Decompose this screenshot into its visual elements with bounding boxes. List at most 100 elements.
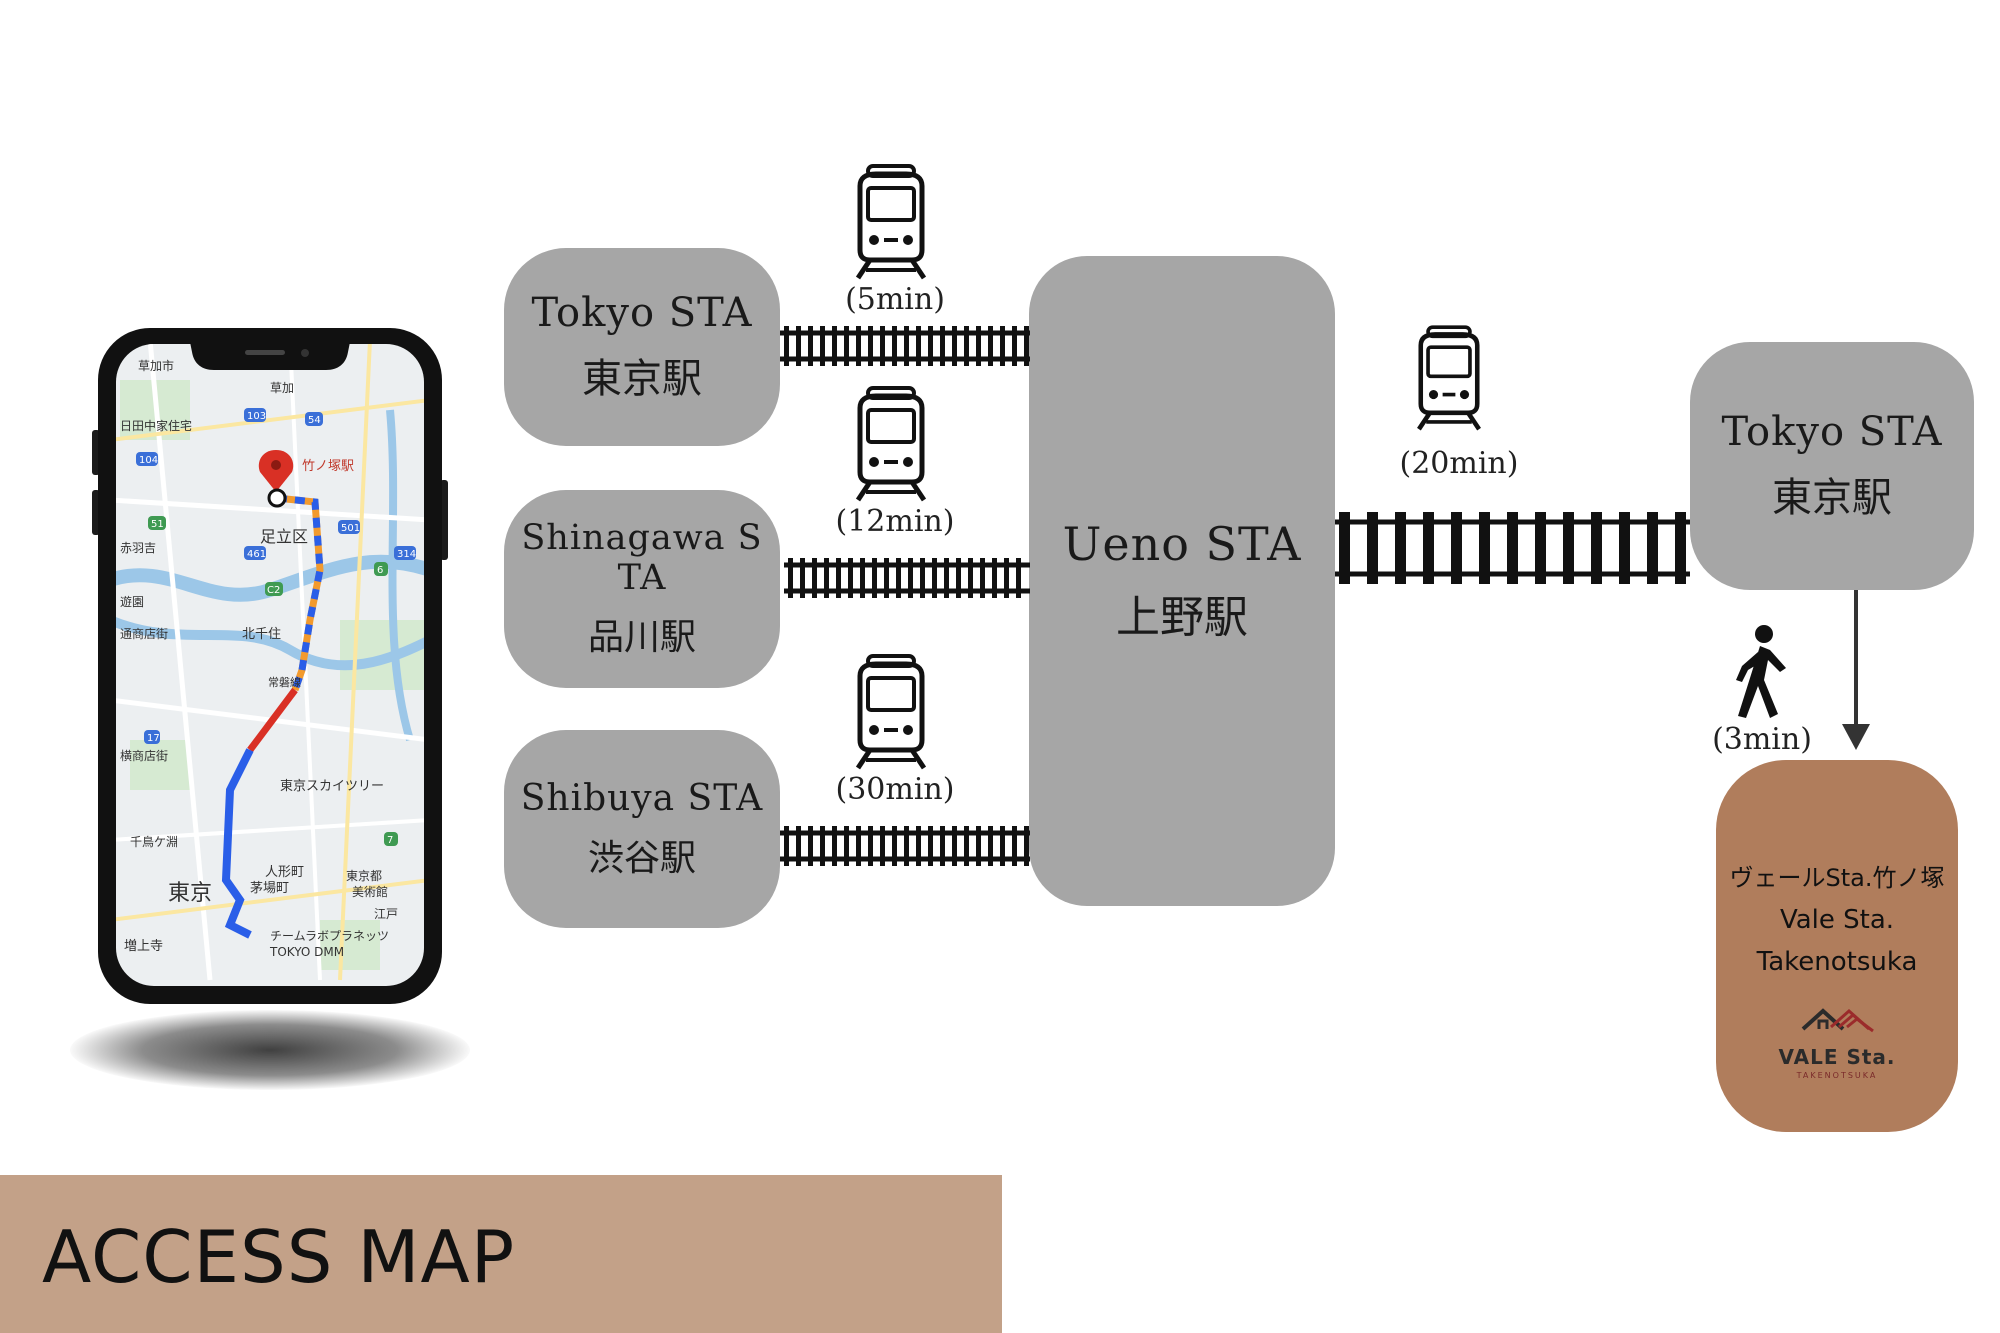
rail-tie [928, 826, 933, 866]
svg-text:TOKYO DMM: TOKYO DMM [269, 945, 344, 959]
svg-text:チームラボプラネッツ: チームラボプラネッツ [270, 929, 389, 943]
svg-text:北千住: 北千住 [242, 627, 281, 642]
svg-text:足立区: 足立区 [260, 527, 308, 546]
svg-text:314: 314 [397, 549, 416, 560]
svg-text:東京スカイツリー: 東京スカイツリー [280, 778, 384, 794]
svg-text:赤羽吉: 赤羽吉 [120, 541, 156, 555]
station-name-en: Shinagawa S TA [521, 518, 763, 598]
rail-tie [944, 558, 949, 598]
rail-tie [1000, 826, 1005, 866]
rail-tie [808, 826, 813, 866]
rail-tie [868, 826, 873, 866]
rail-track-shinagawa [784, 558, 1030, 598]
svg-text:東京: 東京 [168, 881, 212, 906]
rail-tie [820, 826, 825, 866]
rail-tie [952, 326, 957, 366]
station-name-jp: 上野駅 [1116, 592, 1248, 643]
rail-track-ueno-tokyo [1335, 512, 1690, 584]
map-screen: 103 54 104 51 501 461 314 C2 17 7 6 竹ノ塚駅… [116, 344, 424, 986]
rail-tie [1563, 512, 1574, 584]
svg-text:横商店街: 横商店街 [120, 748, 168, 763]
svg-text:茅場町: 茅場町 [250, 881, 289, 896]
rail-tie [1647, 512, 1658, 584]
svg-text:常磐線: 常磐線 [268, 675, 301, 689]
phone-shadow [70, 1010, 470, 1090]
svg-text:日田中家住宅: 日田中家住宅 [120, 418, 192, 433]
rail-tie [880, 826, 885, 866]
rail-tie [872, 558, 877, 598]
train-icon [855, 386, 927, 502]
rail-tie [980, 558, 985, 598]
svg-text:人形町: 人形町 [265, 865, 304, 880]
rail-tie [968, 558, 973, 598]
duration-shibuya-ueno: (30min) [835, 772, 955, 807]
duration-walk: (3min) [1712, 722, 1812, 757]
rail-tie [884, 558, 889, 598]
svg-text:千鳥ケ淵: 千鳥ケ淵 [130, 834, 178, 849]
rail-tie [1395, 512, 1406, 584]
rail-tie [904, 826, 909, 866]
svg-text:501: 501 [341, 523, 360, 534]
rail [784, 562, 1030, 568]
svg-text:草加: 草加 [270, 381, 294, 395]
station-tokyo-right: Tokyo STA 東京駅 [1690, 342, 1974, 590]
rail-tie [788, 558, 793, 598]
rail-tie [868, 326, 873, 366]
rail-tie [1675, 512, 1686, 584]
rail-tie [908, 558, 913, 598]
rail-track-tokyo [780, 326, 1030, 366]
rail-tie [1535, 512, 1546, 584]
rail-tie [844, 826, 849, 866]
rail-tie [928, 326, 933, 366]
station-ueno: Ueno STA 上野駅 [1029, 256, 1335, 906]
svg-text:54: 54 [308, 415, 321, 426]
svg-text:草加市: 草加市 [138, 358, 174, 373]
rail-tie [832, 826, 837, 866]
rail-tie [1012, 326, 1017, 366]
rail-tie [1507, 512, 1518, 584]
rail-tie [796, 826, 801, 866]
rail-tie [940, 826, 945, 866]
rail-tie [796, 326, 801, 366]
svg-text:通商店街: 通商店街 [120, 626, 168, 641]
station-tokyo-left: Tokyo STA 東京駅 [504, 248, 780, 446]
station-name-en: Ueno STA [1062, 517, 1302, 571]
rail-tie [856, 326, 861, 366]
rail-tie [1591, 512, 1602, 584]
rail-tie [800, 558, 805, 598]
rail-tie [1367, 512, 1378, 584]
rail-tie [964, 826, 969, 866]
rail-tie [988, 326, 993, 366]
svg-text:103: 103 [247, 411, 266, 422]
rail-tie [1000, 326, 1005, 366]
rail-tie [932, 558, 937, 598]
footer-banner: ACCESS MAP [0, 1175, 1002, 1333]
rail-tie [1339, 512, 1350, 584]
rail-tie [1024, 826, 1029, 866]
phone-mockup: 103 54 104 51 501 461 314 C2 17 7 6 竹ノ塚駅… [92, 328, 448, 1004]
svg-text:増上寺: 増上寺 [124, 939, 163, 954]
rail-tie [824, 558, 829, 598]
logo-text: VALE Sta. [1778, 1045, 1896, 1069]
svg-text:17: 17 [147, 733, 160, 744]
rail-tie [896, 558, 901, 598]
rail-tie [1479, 512, 1490, 584]
rail-tie [1016, 558, 1021, 598]
rail-tie [856, 826, 861, 866]
station-shibuya: Shibuya STA 渋谷駅 [504, 730, 780, 928]
rail-tie [916, 826, 921, 866]
rail-tie [904, 326, 909, 366]
rail-tie [1423, 512, 1434, 584]
station-name-en: Shibuya STA [520, 777, 764, 819]
svg-text:遊園: 遊園 [120, 594, 144, 609]
train-icon [855, 654, 927, 770]
rail-tie [844, 326, 849, 366]
svg-text:461: 461 [247, 549, 266, 560]
rail-tie [784, 826, 789, 866]
rail-tie [832, 326, 837, 366]
page-title: ACCESS MAP [42, 1215, 516, 1299]
svg-text:51: 51 [151, 519, 164, 530]
rail-tie [1004, 558, 1009, 598]
house-logo-icon [1801, 1008, 1874, 1033]
train-icon [855, 164, 927, 280]
